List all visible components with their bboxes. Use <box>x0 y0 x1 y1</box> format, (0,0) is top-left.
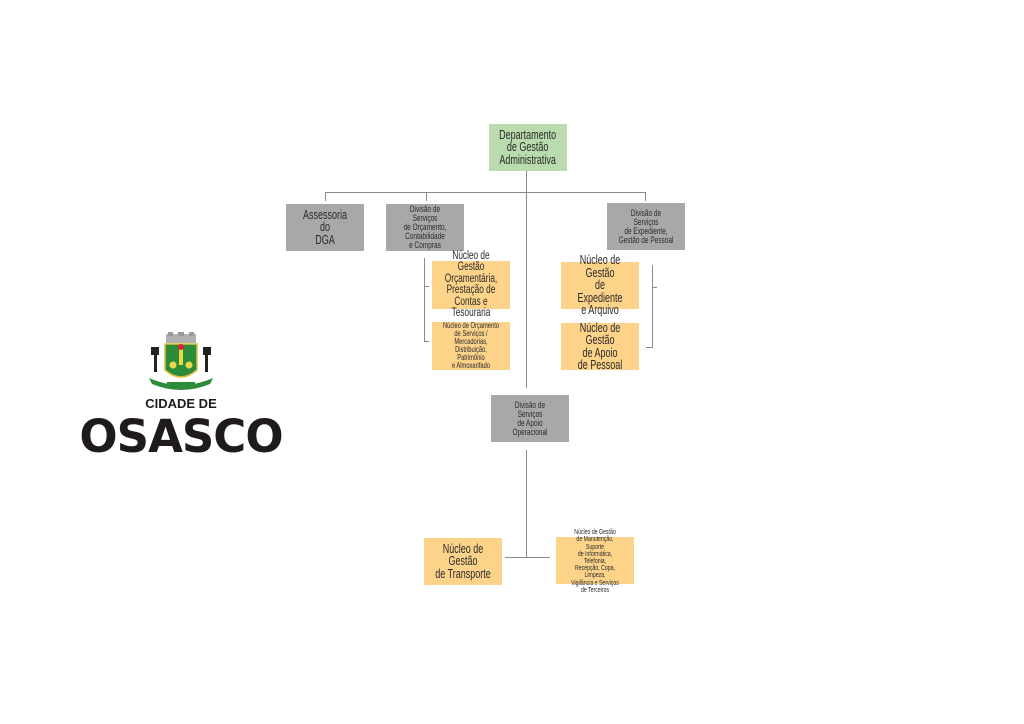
division-expediente-box: Divisão de Serviços de Expediente, Gestã… <box>607 203 685 250</box>
division-apoio-operacional-box: Divisão de Serviços de Apoio Operacional <box>491 395 569 442</box>
assessoria-box: Assessoria do DGA <box>286 204 364 251</box>
department-label: Departamento de Gestão Administrativa <box>499 127 557 167</box>
nucleus-orcamentaria-label: Núcleo de Gestão Orçamentária, Prestação… <box>444 249 498 319</box>
division-orcamento-box: Divisão de Serviços de Orçamento, Contab… <box>386 204 464 251</box>
nucleus-manutencao-label: Núcleo de Gestão de Manutenção, Suporte … <box>571 527 619 594</box>
division-apoio-operacional-label: Divisão de Serviços de Apoio Operacional <box>512 399 548 437</box>
nucleus-expediente-label: Núcleo de Gestão de Expediente e Arquivo <box>577 253 623 318</box>
department-box: Departamento de Gestão Administrativa <box>489 124 567 171</box>
connector-line <box>652 265 653 348</box>
nucleus-apoio-pessoal-box: Núcleo de Gestão de Apoio de Pessoal <box>561 320 639 372</box>
nucleus-orcamento-servicos-label: Núcleo de Orçamento de Serviços / Mercad… <box>442 321 500 370</box>
connector-line <box>526 450 527 557</box>
connector-line <box>526 171 527 388</box>
nucleus-orcamento-servicos-box: Núcleo de Orçamento de Serviços / Mercad… <box>432 322 510 370</box>
connector-line <box>652 287 657 288</box>
connector-line <box>646 347 653 348</box>
connector-line <box>424 258 425 342</box>
nucleus-apoio-pessoal-label: Núcleo de Gestão de Apoio de Pessoal <box>577 320 623 372</box>
connector-line <box>325 192 326 201</box>
division-expediente-label: Divisão de Serviços de Expediente, Gestã… <box>618 207 674 245</box>
connector-line <box>424 341 429 342</box>
logo-city-name: OSASCO <box>79 410 283 463</box>
nucleus-transporte-label: Núcleo de Gestão de Transporte <box>435 541 491 581</box>
nucleus-orcamentaria-box: Núcleo de Gestão Orçamentária, Prestação… <box>432 250 510 319</box>
assessoria-label: Assessoria do DGA <box>302 207 348 247</box>
nucleus-transporte-box: Núcleo de Gestão de Transporte <box>424 538 502 585</box>
nucleus-manutencao-box: Núcleo de Gestão de Manutenção, Suporte … <box>556 528 634 593</box>
connector-line <box>505 557 550 558</box>
logo-city-label: CIDADE DE <box>145 396 217 411</box>
connector-line <box>645 192 646 201</box>
osasco-coat-of-arms-logo <box>149 332 213 390</box>
connector-line <box>325 192 646 193</box>
connector-line <box>424 286 429 287</box>
nucleus-expediente-box: Núcleo de Gestão de Expediente e Arquivo <box>561 254 639 316</box>
connector-line <box>426 192 427 201</box>
division-orcamento-label: Divisão de Serviços de Orçamento, Contab… <box>403 204 447 250</box>
